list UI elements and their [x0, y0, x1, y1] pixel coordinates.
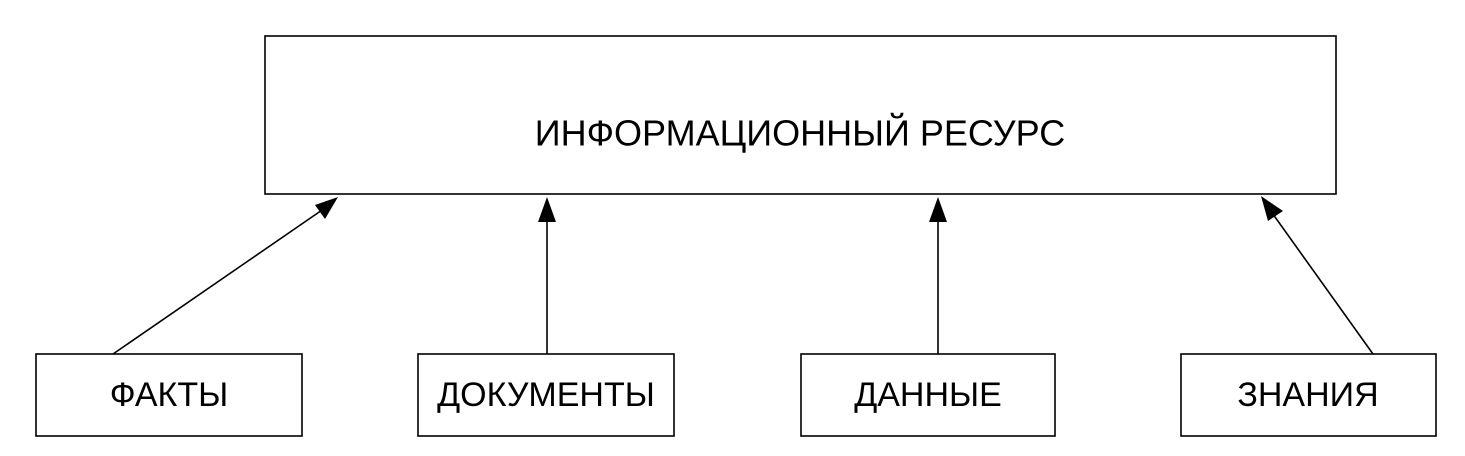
information-resource-label: ИНФОРМАЦИОННЫЙ РЕСУРС — [535, 112, 1065, 154]
edge-knowledge-to-resource — [1261, 196, 1374, 355]
documents-node: ДОКУМЕНТЫ — [417, 353, 675, 437]
edge-knowledge-arrowhead — [1261, 196, 1283, 221]
edge-documents-to-resource — [538, 197, 556, 354]
edge-facts-line — [112, 207, 326, 355]
edge-data-to-resource — [929, 197, 947, 354]
facts-node: ФАКТЫ — [35, 353, 303, 437]
information-resource-box — [264, 35, 1337, 195]
documents-box — [417, 353, 675, 437]
knowledge-node: ЗНАНИЯ — [1180, 353, 1437, 437]
knowledge-label: ЗНАНИЯ — [1237, 376, 1378, 414]
facts-box — [35, 353, 303, 437]
knowledge-box — [1180, 353, 1437, 437]
edge-facts-arrowhead — [315, 197, 338, 219]
information-resource-node: ИНФОРМАЦИОННЫЙ РЕСУРС — [264, 35, 1337, 195]
facts-label: ФАКТЫ — [110, 376, 228, 414]
documents-label: ДОКУМЕНТЫ — [437, 376, 655, 414]
edge-documents-arrowhead — [538, 197, 556, 222]
data-node: ДАННЫЕ — [800, 353, 1056, 437]
edge-knowledge-line — [1269, 209, 1374, 355]
edge-facts-to-resource — [112, 197, 338, 355]
edge-data-arrowhead — [929, 197, 947, 222]
data-box — [800, 353, 1056, 437]
data-label: ДАННЫЕ — [854, 376, 1002, 414]
